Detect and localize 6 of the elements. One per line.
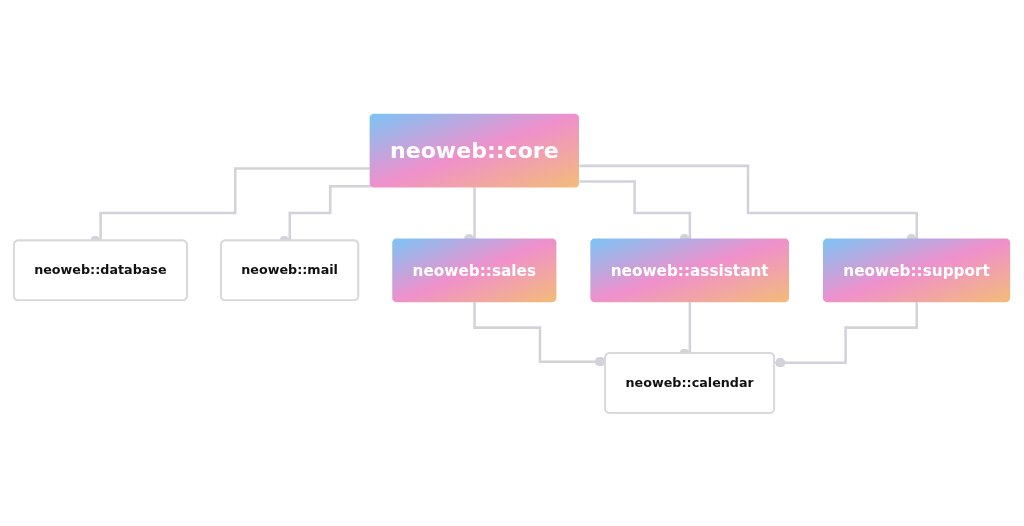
connector	[473, 300, 606, 367]
node-box: neoweb::core	[369, 113, 580, 188]
connector	[774, 300, 919, 368]
node-box: neoweb::sales	[392, 238, 557, 302]
node-box: neoweb::support	[822, 238, 1011, 302]
node-box: neoweb::assistant	[590, 238, 789, 302]
